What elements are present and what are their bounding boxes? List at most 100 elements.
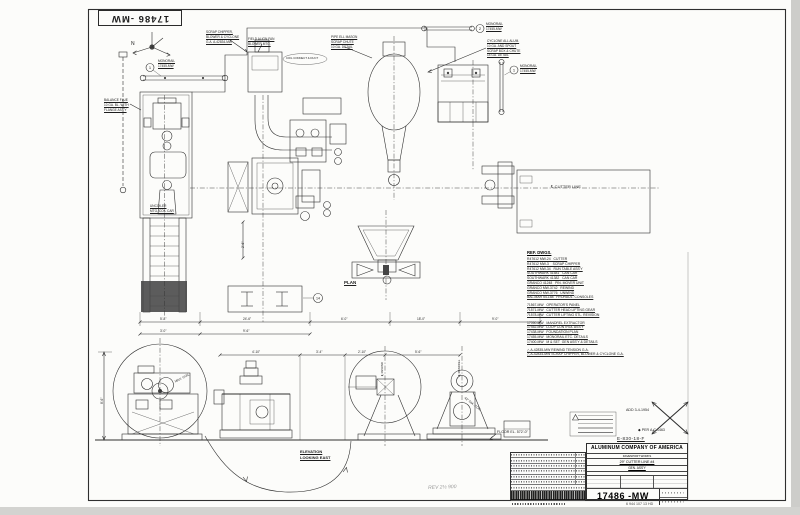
compass-n-label: N (131, 41, 135, 47)
add-date-stamp: ADD 3-4-1954 (626, 408, 649, 412)
leader-lines (129, 39, 497, 440)
balance-note-line2: 10 GA. BL. WITH (104, 102, 129, 107)
signature-cell (654, 476, 688, 488)
balloon-1: 1 (149, 65, 152, 70)
pipe-note-line2: SCRAP CHUTE (331, 39, 354, 44)
revision-table (510, 452, 586, 507)
dim-plan-7: 9'-6" (243, 328, 250, 333)
rewind-elevation (348, 350, 422, 441)
elevation-view-label-line1: ELEVATION (300, 449, 323, 454)
refdwg-item: SOUTHWARK 41382 CAN CAR (527, 276, 578, 281)
mini-cell (660, 489, 687, 498)
file-ref-label: E-830-18-F (617, 436, 645, 441)
fan-note-line2: BLOWER MTG. (248, 41, 271, 46)
project-title: 29" CUTTER LINE #4 (587, 459, 687, 466)
revision-row-dark (511, 490, 585, 502)
revision-row (511, 479, 585, 486)
monorail-plan-right: 1 (498, 59, 519, 115)
monorail-note-topright-line2: 17455-MW (486, 26, 502, 31)
refdwg-item: R47612 MW-34 RUN TABLE ASS'Y (527, 266, 583, 271)
monorail-plan-left (118, 51, 128, 194)
plan-view-label: PLAN (344, 280, 357, 285)
paper-right-edge (791, 0, 800, 515)
cl-mandrel-label: ℄ MANDREL (457, 359, 461, 376)
duct-elbow-plan (254, 95, 332, 151)
revision-row (511, 453, 585, 459)
balloon-2: 2 (479, 26, 482, 31)
signature-cell (620, 476, 655, 488)
scrap-note-line1: SCRAP CHIPPER, (206, 30, 233, 34)
monorail-note-right-line2: 17455-MW (520, 68, 536, 73)
refdwg-item: 71578-MW CUTTER LIFTING STL. REVISION (527, 312, 600, 317)
reference-drawings-list: REF. DWGS. R47612 MW-24 CUTTER R47612 MW… (527, 250, 667, 357)
revision-row (511, 469, 585, 475)
refdwg-item: R47612 MW-24 CUTTER (527, 257, 568, 261)
note-stamp-box (569, 411, 617, 437)
cutter-line-label: ℄ CUTTER LINE (551, 184, 581, 189)
refdwg-item: GRANCO 41248 PIN. MOVER UNIT (527, 280, 584, 285)
coil-car-dark-block (141, 281, 187, 312)
refdwg-item: 17050-MW MANDREL EXTRACTOR (527, 320, 585, 325)
dim-plan-1: 5'-8" (160, 316, 167, 321)
monorail-plan-topright: 2 (421, 24, 485, 33)
elevation-centerlines (159, 338, 463, 446)
revision-row (511, 474, 585, 480)
dim-elev-3: 2'-10" (358, 350, 367, 354)
revision-row (511, 485, 585, 491)
monorail-note-right-line1: MONORAIL (520, 64, 538, 68)
loop-pit-elevation (204, 435, 352, 493)
monorail-plan-top: 1 (139, 63, 229, 82)
sheet-number-top: 17486 -MW (98, 10, 182, 26)
chipper-top-plan (247, 39, 328, 93)
scrap-chute-plan (357, 225, 415, 285)
ibeam-box-plan: 14 (227, 285, 323, 313)
revision-row (511, 501, 585, 507)
dim-elev-left: 8'-6" (100, 397, 104, 404)
balloon-1b: 1 (513, 68, 516, 73)
dim-elev-2: 3'-4" (316, 350, 323, 354)
cl-rewind-label: ℄ REWIND (380, 362, 384, 376)
note-stamp-text-lines (578, 415, 613, 433)
elevation-left-dim (98, 351, 112, 441)
chipper-blower-frame-plan (139, 91, 193, 219)
plan-dimensions (138, 220, 542, 336)
refdwgs-title: REF. DWGS. (527, 250, 552, 255)
refdwg-item: GRANCO MW-3742 REWIND (527, 285, 575, 290)
cod-oval-label: COIL CONNECT & DUCT (286, 56, 319, 61)
mini-cell (660, 497, 687, 505)
rewind-plan (437, 64, 489, 123)
refdwg-item: SOUTHWARK 41581 CAN CAR (527, 271, 578, 276)
fan-note-line1: FIELD ALIGN FAN (248, 37, 275, 41)
sheet-title: GEN. ASS'Y (587, 466, 687, 472)
mandrel-extractor-elevation (426, 369, 531, 440)
monorail-note-line2: 17455-MW (158, 63, 174, 68)
paper-bottom-edge (0, 507, 800, 515)
signature-band (587, 476, 688, 489)
border-frame (87, 8, 787, 502)
uncoiler-elevation (112, 343, 208, 441)
revision-table-column-rule (575, 453, 576, 484)
cyclone-note-line3: SCRAP BOX & CHUTE (487, 48, 521, 53)
scrap-note-line3: G.A. A-42834-MW (206, 39, 232, 44)
north-arrow-icon (132, 32, 171, 57)
dim-plan-3: 6'-0" (341, 316, 348, 321)
refdwg-note: △ A-42835-MW REWIND TENSION G.A. (527, 347, 589, 352)
refdwg-item: 17400-MW M & SET GEN ASS'Y & DETAILS (527, 339, 598, 344)
cyclone-note-line2: 10 GA. AND SPOUT (487, 43, 517, 48)
refdwg-item: GRANCO MW-3776 UNWIND (527, 290, 575, 295)
dim-plan-8: 2'-6" (241, 241, 245, 248)
uncoiler-label-line2: MTG. COIL CAR (150, 208, 174, 213)
dim-elev-1: 4'-10" (252, 350, 261, 354)
void-x-mark (651, 401, 689, 435)
dim-plan-5: 9'-0" (492, 316, 499, 321)
dim-elev-4: 5'-6" (415, 350, 422, 354)
refdwg-item: R47612 MW-3 SCRAP CHIPPER (527, 261, 581, 266)
refdwg-item: 71567-MW OPERATOR'S PANEL (527, 303, 580, 308)
bowtie-box-plan (351, 261, 421, 279)
per-stamp: ◆ PER A.C.1463 (638, 428, 665, 432)
plan-centerlines (164, 36, 660, 322)
refdwg-note: △ A-42834-MW SCRAP CHIPPER, BLOWER & CYC… (527, 352, 624, 357)
handwritten-note: REV 2½ 900 (428, 484, 457, 491)
